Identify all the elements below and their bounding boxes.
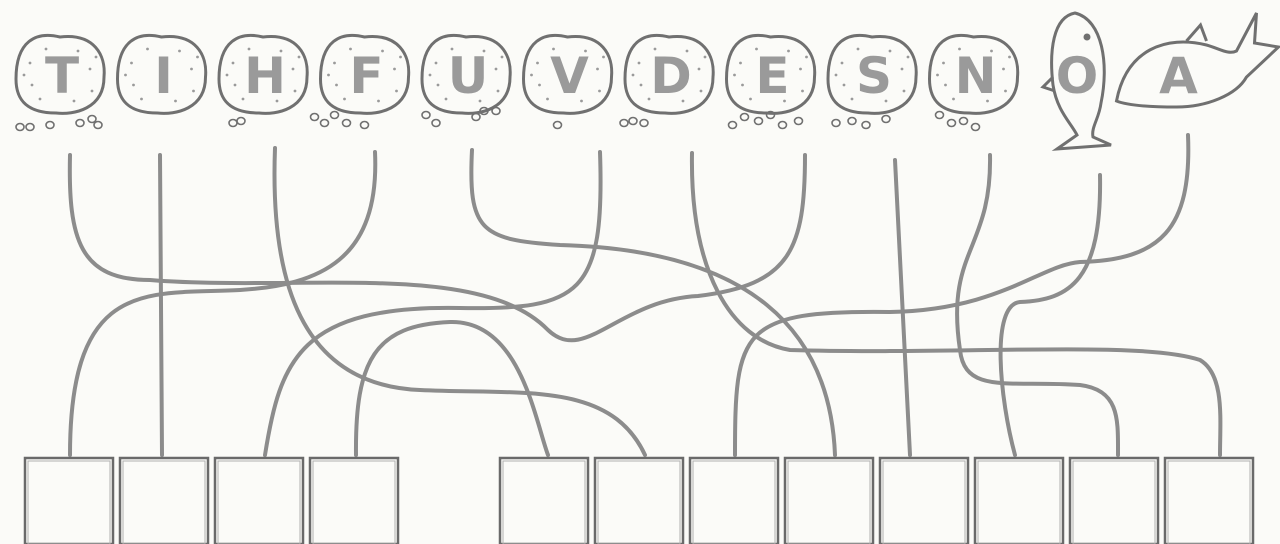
answer-box[interactable] <box>880 458 968 544</box>
puzzle-letter: A <box>1159 47 1198 105</box>
maze-line <box>895 160 910 455</box>
letter-shape: D <box>620 35 713 126</box>
maze-line <box>957 155 1118 455</box>
pebble-icon <box>343 120 351 127</box>
maze-line <box>1001 175 1101 455</box>
puzzle-letter: F <box>349 47 383 105</box>
pebble-icon <box>948 120 956 127</box>
pebble-icon <box>94 122 102 129</box>
maze-line <box>70 155 805 340</box>
maze-line <box>160 155 162 455</box>
pebble-icon <box>321 120 329 127</box>
puzzle-letter: N <box>955 47 997 105</box>
answer-box[interactable] <box>690 458 778 544</box>
puzzle-letter: T <box>45 47 79 105</box>
pebble-icon <box>432 120 440 127</box>
pebble-icon <box>620 120 628 127</box>
answer-box[interactable] <box>785 458 873 544</box>
answer-box[interactable] <box>25 458 113 544</box>
pebble-icon <box>629 118 637 125</box>
answer-box[interactable] <box>1070 458 1158 544</box>
answer-box[interactable] <box>500 458 588 544</box>
answer-box-group <box>500 458 1253 544</box>
answer-box-group <box>25 458 398 544</box>
answer-boxes <box>25 458 1253 544</box>
puzzle-letter: H <box>244 47 286 105</box>
letter-shape: F <box>311 35 409 128</box>
letter-shape: I <box>118 35 206 113</box>
pebble-icon <box>729 122 737 129</box>
maze-line <box>274 148 645 455</box>
letter-shape: U <box>422 35 510 126</box>
answer-box[interactable] <box>215 458 303 544</box>
pebble-icon <box>472 114 480 121</box>
pebble-icon <box>554 122 562 129</box>
puzzle-letter: I <box>154 47 173 105</box>
pebble-icon <box>972 124 980 131</box>
pebble-icon <box>229 120 237 127</box>
letter-shapes: TIHFUVDESNOA <box>16 13 1279 149</box>
letter-shape: H <box>219 35 307 126</box>
puzzle-letter: S <box>856 47 892 105</box>
pebble-icon <box>936 112 944 119</box>
maze-lines <box>70 135 1221 455</box>
letter-shape: T <box>16 35 104 130</box>
puzzle-letter: E <box>755 47 789 105</box>
answer-box[interactable] <box>975 458 1063 544</box>
pebble-icon <box>26 124 34 131</box>
pebble-icon <box>76 120 84 127</box>
pebble-icon <box>237 118 245 125</box>
answer-box[interactable] <box>310 458 398 544</box>
puzzle-letter: O <box>1056 47 1099 105</box>
pebble-icon <box>88 116 96 123</box>
pebble-icon <box>422 112 430 119</box>
letter-shape: O <box>1043 13 1111 149</box>
pebble-icon <box>640 120 648 127</box>
maze-line <box>70 152 375 455</box>
puzzle-letter: V <box>550 47 589 105</box>
puzzle-letter: U <box>448 47 489 105</box>
pebble-icon <box>492 108 500 115</box>
maze-line <box>471 150 835 455</box>
pebble-icon <box>46 122 54 129</box>
letter-shape: A <box>1117 13 1279 107</box>
maze-line <box>356 322 548 455</box>
puzzle-letter: D <box>650 47 692 105</box>
pebble-icon <box>779 122 787 129</box>
letter-shape: E <box>727 35 815 128</box>
letter-shape: N <box>930 35 1018 130</box>
maze-line <box>265 152 601 455</box>
letter-shape: S <box>828 35 916 128</box>
pebble-icon <box>848 118 856 125</box>
pebble-icon <box>311 114 319 121</box>
pebble-icon <box>882 116 890 123</box>
answer-box[interactable] <box>1165 458 1253 544</box>
pebble-icon <box>16 124 24 131</box>
answer-box[interactable] <box>595 458 683 544</box>
pebble-icon <box>862 122 870 129</box>
pebble-icon <box>795 118 803 125</box>
pebble-icon <box>361 122 369 129</box>
pebble-icon <box>741 114 749 121</box>
pebble-icon <box>832 120 840 127</box>
answer-box[interactable] <box>120 458 208 544</box>
pebble-icon <box>331 112 339 119</box>
pebble-icon <box>960 118 968 125</box>
letter-shape: V <box>524 35 612 128</box>
pebble-icon <box>755 118 763 125</box>
fish-eye <box>1084 34 1091 41</box>
